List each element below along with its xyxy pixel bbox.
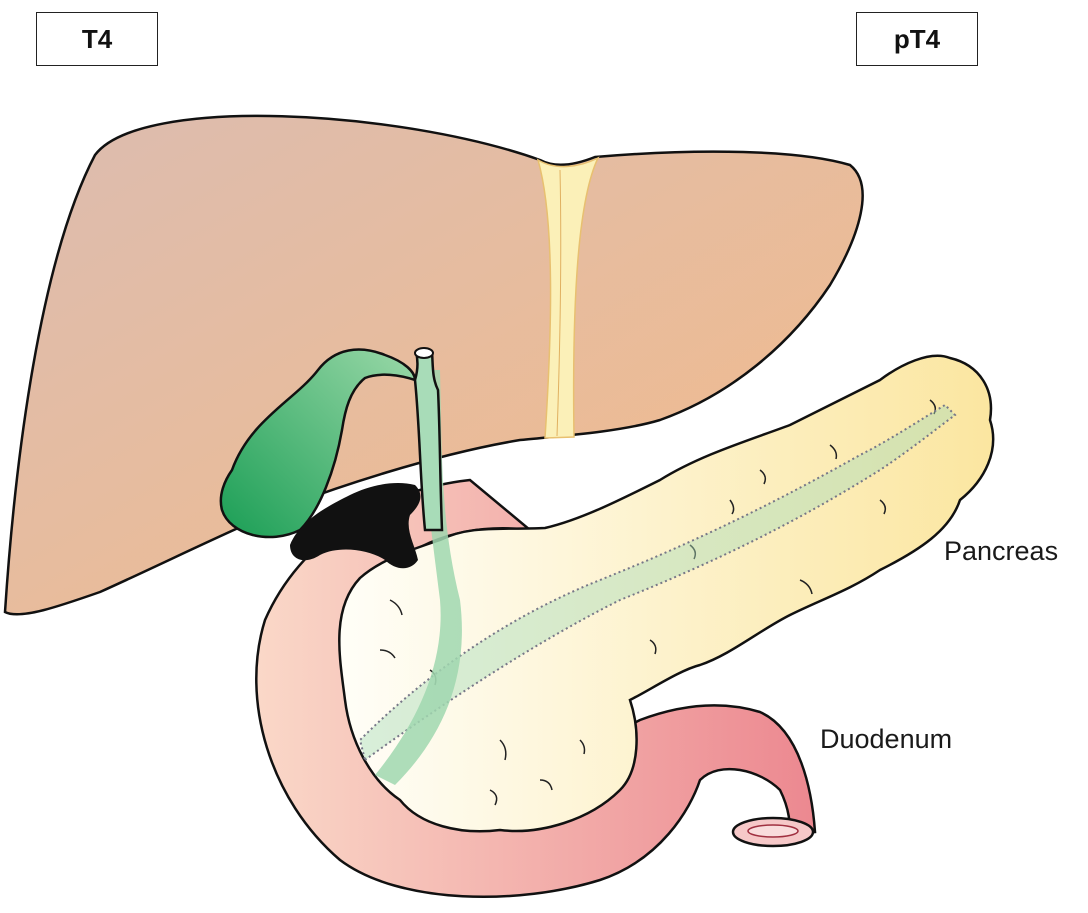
falciform-ligament	[536, 156, 600, 439]
duodenum-label: Duodenum	[820, 724, 953, 754]
pancreatic-duct	[358, 403, 957, 762]
gallbladder	[219, 348, 417, 539]
pancreas-label: Pancreas	[944, 536, 1059, 566]
pancreas	[338, 354, 995, 833]
pathologic-stage-label: pT4	[856, 12, 978, 66]
duct-opening	[414, 347, 434, 359]
clinical-stage-label: T4	[36, 12, 158, 66]
tumor	[290, 483, 421, 569]
